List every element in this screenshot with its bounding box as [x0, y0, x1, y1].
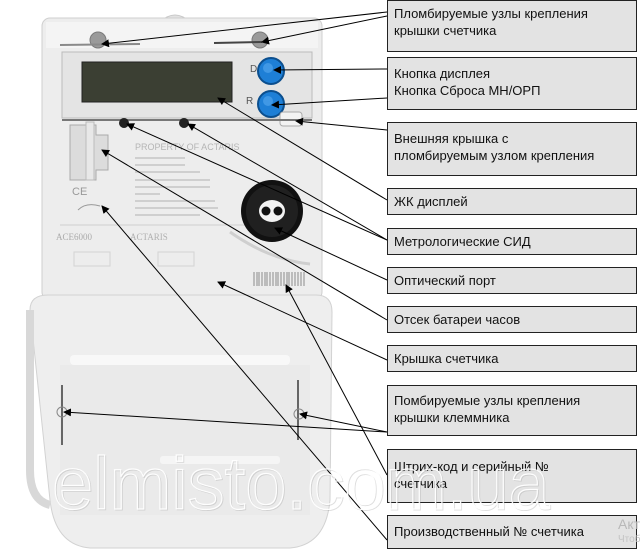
callout-line: Пломбируемые узлы крепления — [394, 6, 588, 21]
callout-line: Помбируемые узлы крепления — [394, 393, 581, 408]
callout-line: Кнопка Сброса МН/ОРП — [394, 83, 541, 98]
activation-line-2: Чтоб — [618, 534, 640, 545]
callout-barcode-serial: Штрих-код и серийный № счетчика — [387, 449, 637, 503]
callout-lcd-display: ЖК дисплей — [387, 188, 637, 215]
callout-line: Штрих-код и серийный № — [394, 459, 549, 474]
activation-line-1: Акти — [618, 516, 640, 532]
callout-terminal-cover-seals: Помбируемые узлы крепления крышки клеммн… — [387, 385, 637, 436]
callout-outer-cover-seal: Внешняя крышка с пломбируемым узлом креп… — [387, 122, 637, 176]
callout-line: пломбируемым узлом крепления — [394, 148, 595, 163]
callout-line: Оптический порт — [394, 273, 496, 288]
callout-display-reset-buttons: Кнопка дисплея Кнопка Сброса МН/ОРП — [387, 57, 637, 110]
callout-optical-port: Оптический порт — [387, 267, 637, 294]
property-label: PROPERTY OF ACTARIS — [135, 142, 240, 152]
callout-line: крышки счетчика — [394, 23, 497, 38]
callout-line: Внешняя крышка с — [394, 131, 509, 146]
electricity-meter-illustration: D R PROPERTY OF ACTARIS CE ACE6000 ACTAR… — [26, 14, 333, 549]
callout-line: Метрологические СИД — [394, 234, 531, 249]
callout-metrology-leds: Метрологические СИД — [387, 228, 637, 255]
callout-clock-battery: Отсек батареи часов — [387, 306, 637, 333]
callout-line: Кнопка дисплея — [394, 66, 491, 81]
callout-seal-meter-cover: Пломбируемые узлы крепления крышки счетч… — [387, 0, 637, 52]
svg-text:R: R — [246, 96, 253, 107]
model-label: ACE6000 — [56, 232, 93, 242]
os-activation-overlay: Акти Чтоб — [618, 516, 640, 548]
callout-line: счетчика — [394, 476, 448, 491]
callout-line: Производственный № счетчика — [394, 524, 585, 539]
callout-production-number: Производственный № счетчика — [387, 515, 637, 549]
brand-label: ACTARIS — [130, 232, 168, 242]
svg-text:D: D — [250, 64, 257, 75]
ce-mark: CE — [72, 186, 87, 198]
callout-line: крышки клеммника — [394, 410, 510, 425]
callout-meter-cover: Крышка счетчика — [387, 345, 637, 372]
callout-line: Отсек батареи часов — [394, 312, 521, 327]
callout-line: ЖК дисплей — [394, 194, 468, 209]
callout-line: Крышка счетчика — [394, 351, 499, 366]
